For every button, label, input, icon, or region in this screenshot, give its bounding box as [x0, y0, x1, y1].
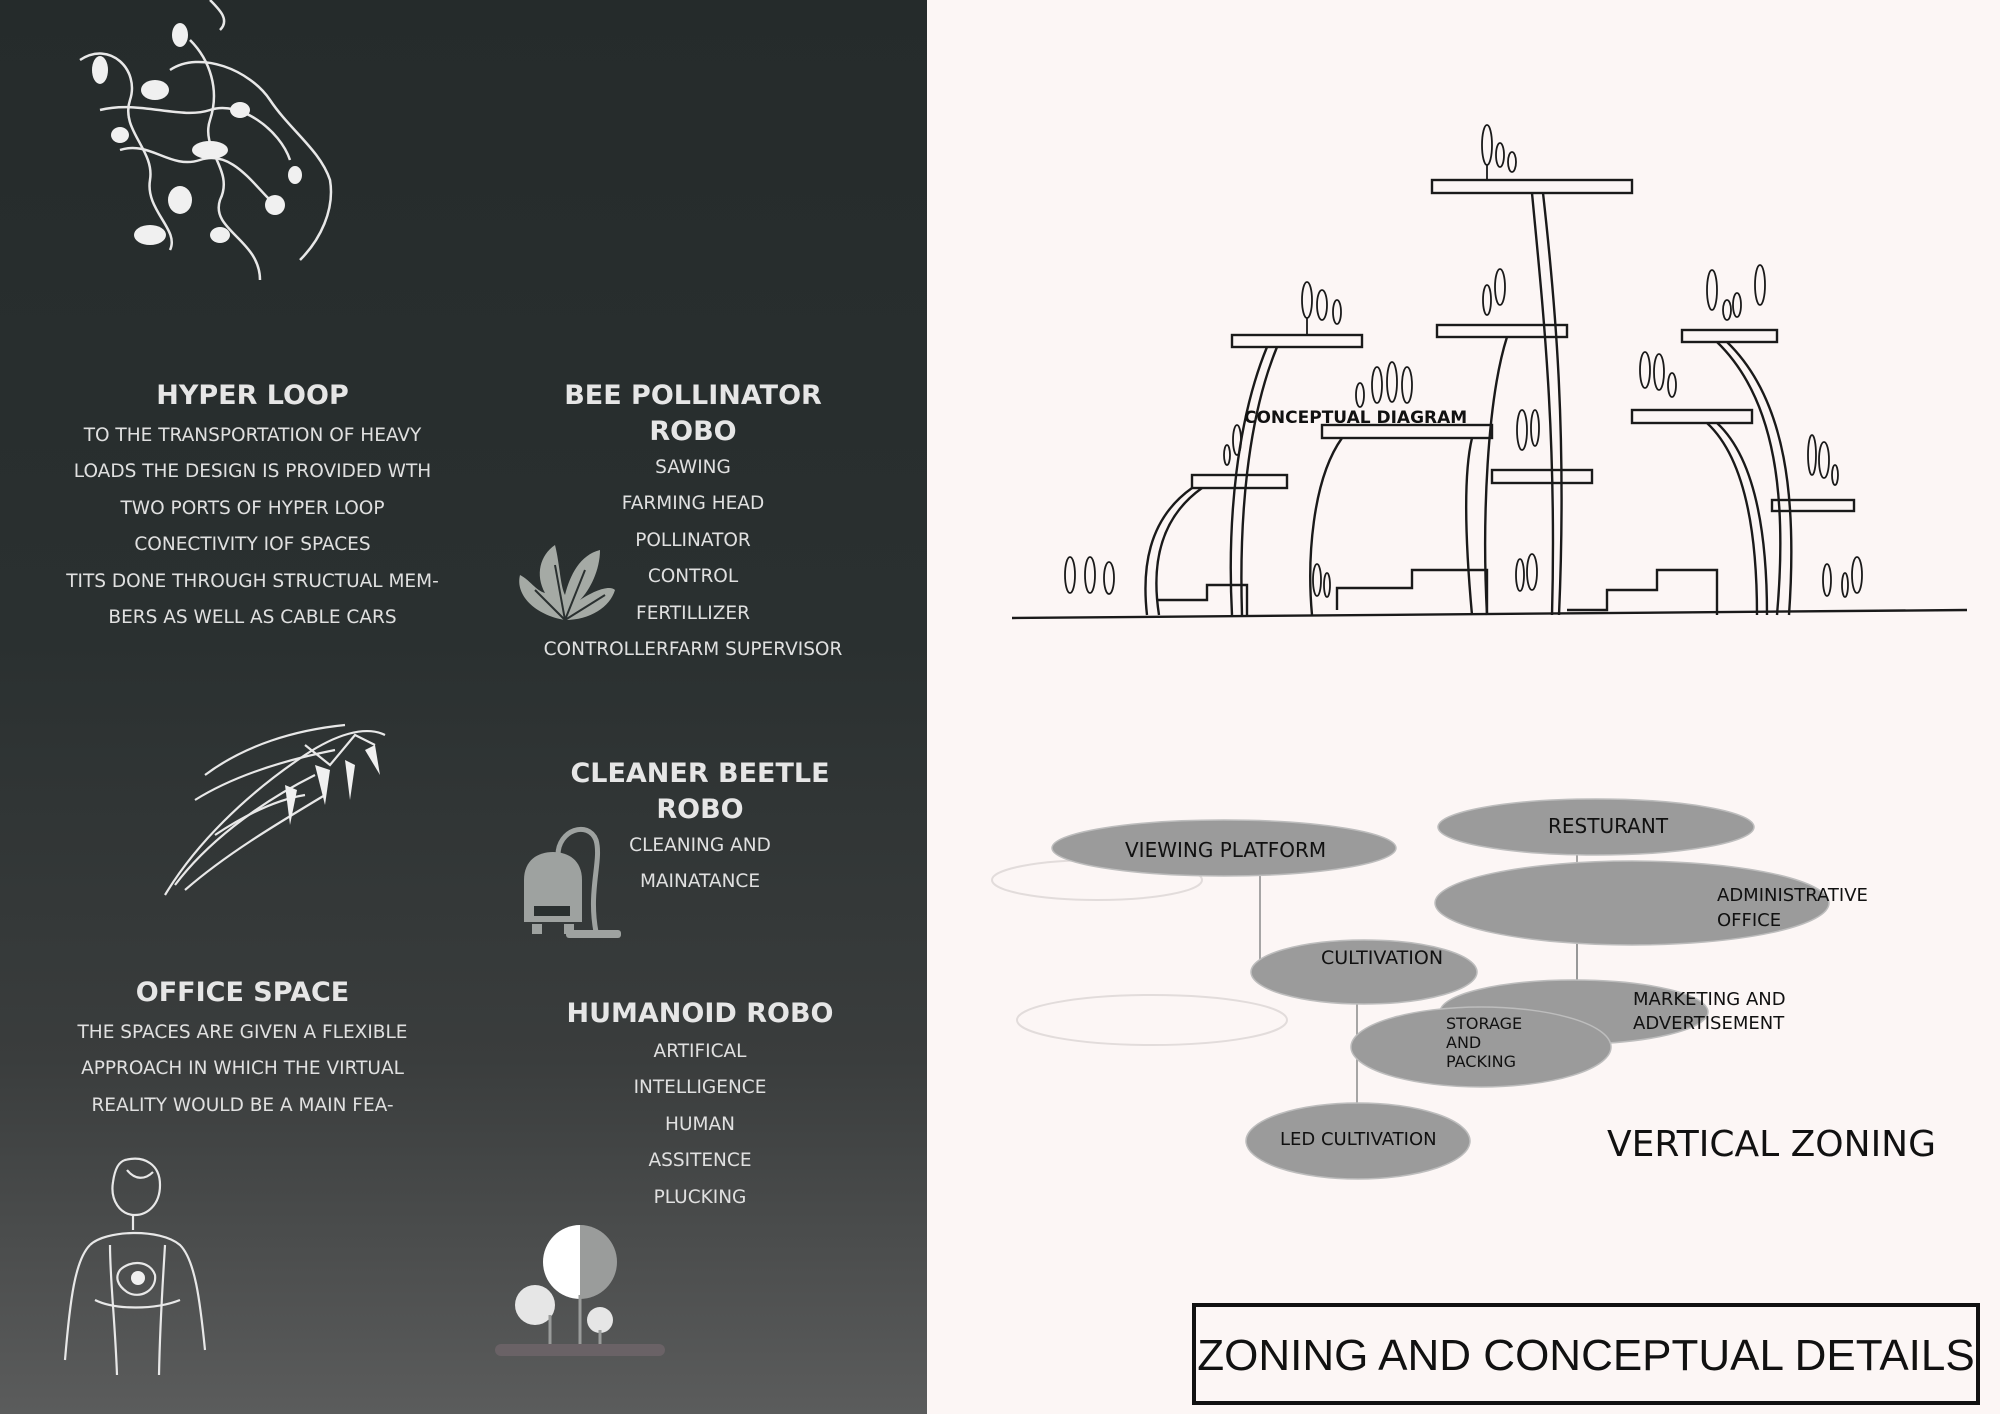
office-title: OFFICE SPACE: [135, 977, 350, 1008]
left-panel: HYPER LOOP TO THE TRANSPORTATION OF HEAV…: [0, 0, 927, 1414]
bee-robo-feature: SAWING: [655, 457, 731, 478]
bee-robo-title-line2: ROBO: [649, 416, 737, 447]
zone-label-cultivation: CULTIVATION: [1321, 947, 1444, 969]
beetle-robo-section: CLEANER BEETLE ROBO CLEANING AND MAINATA…: [540, 756, 860, 901]
hyperloop-line: BERS AS WELL AS CABLE CARS: [108, 607, 397, 629]
beetle-robo-features: CLEANING AND MAINATANCE: [540, 828, 860, 901]
cultivation-ellipse: [1250, 939, 1478, 1005]
humanoid-robo-feature: ARTIFICAL: [653, 1041, 747, 1062]
hyperloop-section: HYPER LOOP TO THE TRANSPORTATION OF HEAV…: [60, 378, 445, 636]
beetle-robo-title-line2: ROBO: [656, 794, 744, 825]
hyperloop-description: TO THE TRANSPORTATION OF HEAVY LOADS THE…: [60, 418, 445, 636]
office-description: THE SPACES ARE GIVEN A FLEXIBLE APPROACH…: [60, 1015, 425, 1124]
hyperloop-line: TITS DONE THROUGH STRUCTUAL MEM-: [66, 570, 439, 592]
office-line: THE SPACES ARE GIVEN A FLEXIBLE: [77, 1022, 408, 1043]
zone-label-marketing-line2: ADVERTISEMENT: [1633, 1013, 1785, 1034]
bee-robo-features: SAWING FARMING HEAD POLLINATOR CONTROL F…: [533, 450, 853, 668]
beetle-robo-title-line1: CLEANER BEETLE: [570, 758, 830, 789]
zone-label-storage-line1: STORAGE: [1446, 1014, 1523, 1033]
hyperloop-line: CONECTIVITY IOF SPACES: [134, 534, 371, 556]
hyperloop-line: TO THE TRANSPORTATION OF HEAVY: [83, 425, 422, 446]
humanoid-robo-section: HUMANOID ROBO ARTIFICAL INTELLIGENCE HUM…: [540, 996, 860, 1216]
hyperloop-line: TWO PORTS OF HYPER LOOP: [120, 497, 385, 519]
office-section: OFFICE SPACE THE SPACES ARE GIVEN A FLEX…: [60, 975, 425, 1124]
zone-label-led: LED CULTIVATION: [1280, 1129, 1437, 1150]
office-line: APPROACH IN WHICH THE VIRTUAL: [81, 1058, 404, 1080]
humanoid-sketch-icon: [63, 1157, 207, 1376]
vertical-zoning-title: VERTICAL ZONING: [1607, 1124, 1937, 1165]
right-panel: CONCEPTUAL DIAGRAM VIEWING PLATFORM REST…: [927, 0, 2000, 1414]
hyperloop-line: LOADS THE DESIGN IS PROVIDED WTH: [73, 461, 432, 483]
bee-robo-section: BEE POLLINATOR ROBO SAWING FARMING HEAD …: [533, 378, 853, 668]
bee-robo-feature: FARMING HEAD: [621, 493, 765, 515]
storage-ellipse: [1350, 1006, 1612, 1088]
beetle-sketch-icon: [164, 723, 386, 896]
humanoid-robo-feature: ASSITENCE: [648, 1150, 752, 1172]
zone-label-storage-line2: AND: [1446, 1033, 1482, 1052]
hyperloop-sketch-icon: [79, 0, 333, 281]
bee-robo-feature: CONTROLLERFARM SUPERVISOR: [543, 639, 843, 661]
main-title: ZONING AND CONCEPTUAL DETAILS: [1197, 1331, 1975, 1380]
zone-label-storage-line3: PACKING: [1446, 1052, 1517, 1071]
humanoid-robo-title: HUMANOID ROBO: [566, 998, 834, 1029]
beetle-robo-feature: MAINATANCE: [639, 871, 761, 893]
resturant-ellipse: [1437, 798, 1755, 856]
zone-label-admin-line1: ADMINISTRATIVE: [1717, 885, 1868, 906]
led-cultivation-ellipse: [1245, 1102, 1471, 1180]
bee-robo-feature: FERTILLIZER: [636, 602, 750, 624]
tree-icon: [495, 1225, 665, 1356]
zone-label-resturant: RESTURANT: [1548, 814, 1669, 838]
hyperloop-title: HYPER LOOP: [156, 380, 349, 411]
zone-label-admin-line2: OFFICE: [1717, 910, 1782, 931]
humanoid-robo-feature: PLUCKING: [653, 1186, 747, 1208]
main-title-box: ZONING AND CONCEPTUAL DETAILS: [1192, 1303, 1980, 1405]
humanoid-robo-feature: HUMAN: [665, 1113, 735, 1135]
humanoid-robo-feature: INTELLIGENCE: [633, 1077, 767, 1099]
zone-label-marketing-line1: MARKETING AND: [1633, 989, 1786, 1010]
vacuum-cleaner-icon: [524, 826, 621, 938]
conceptual-diagram: [1011, 124, 1968, 620]
vertical-zoning-diagram: [991, 798, 1830, 1180]
office-line: REALITY WOULD BE A MAIN FEA-: [91, 1094, 394, 1116]
conceptual-diagram-label: CONCEPTUAL DIAGRAM: [1244, 408, 1468, 428]
bee-robo-feature: POLLINATOR: [635, 529, 751, 551]
admin-office-ellipse: [1434, 860, 1830, 946]
viewing-platform-ellipse: [1051, 819, 1397, 877]
beetle-robo-feature: CLEANING AND: [629, 835, 771, 856]
bee-robo-feature: CONTROL: [647, 566, 739, 588]
plant-icon: [519, 545, 615, 621]
zone-label-viewing: VIEWING PLATFORM: [1125, 838, 1327, 862]
bee-robo-title-line1: BEE POLLINATOR: [564, 380, 822, 411]
humanoid-robo-features: ARTIFICAL INTELLIGENCE HUMAN ASSITENCE P…: [540, 1034, 860, 1216]
